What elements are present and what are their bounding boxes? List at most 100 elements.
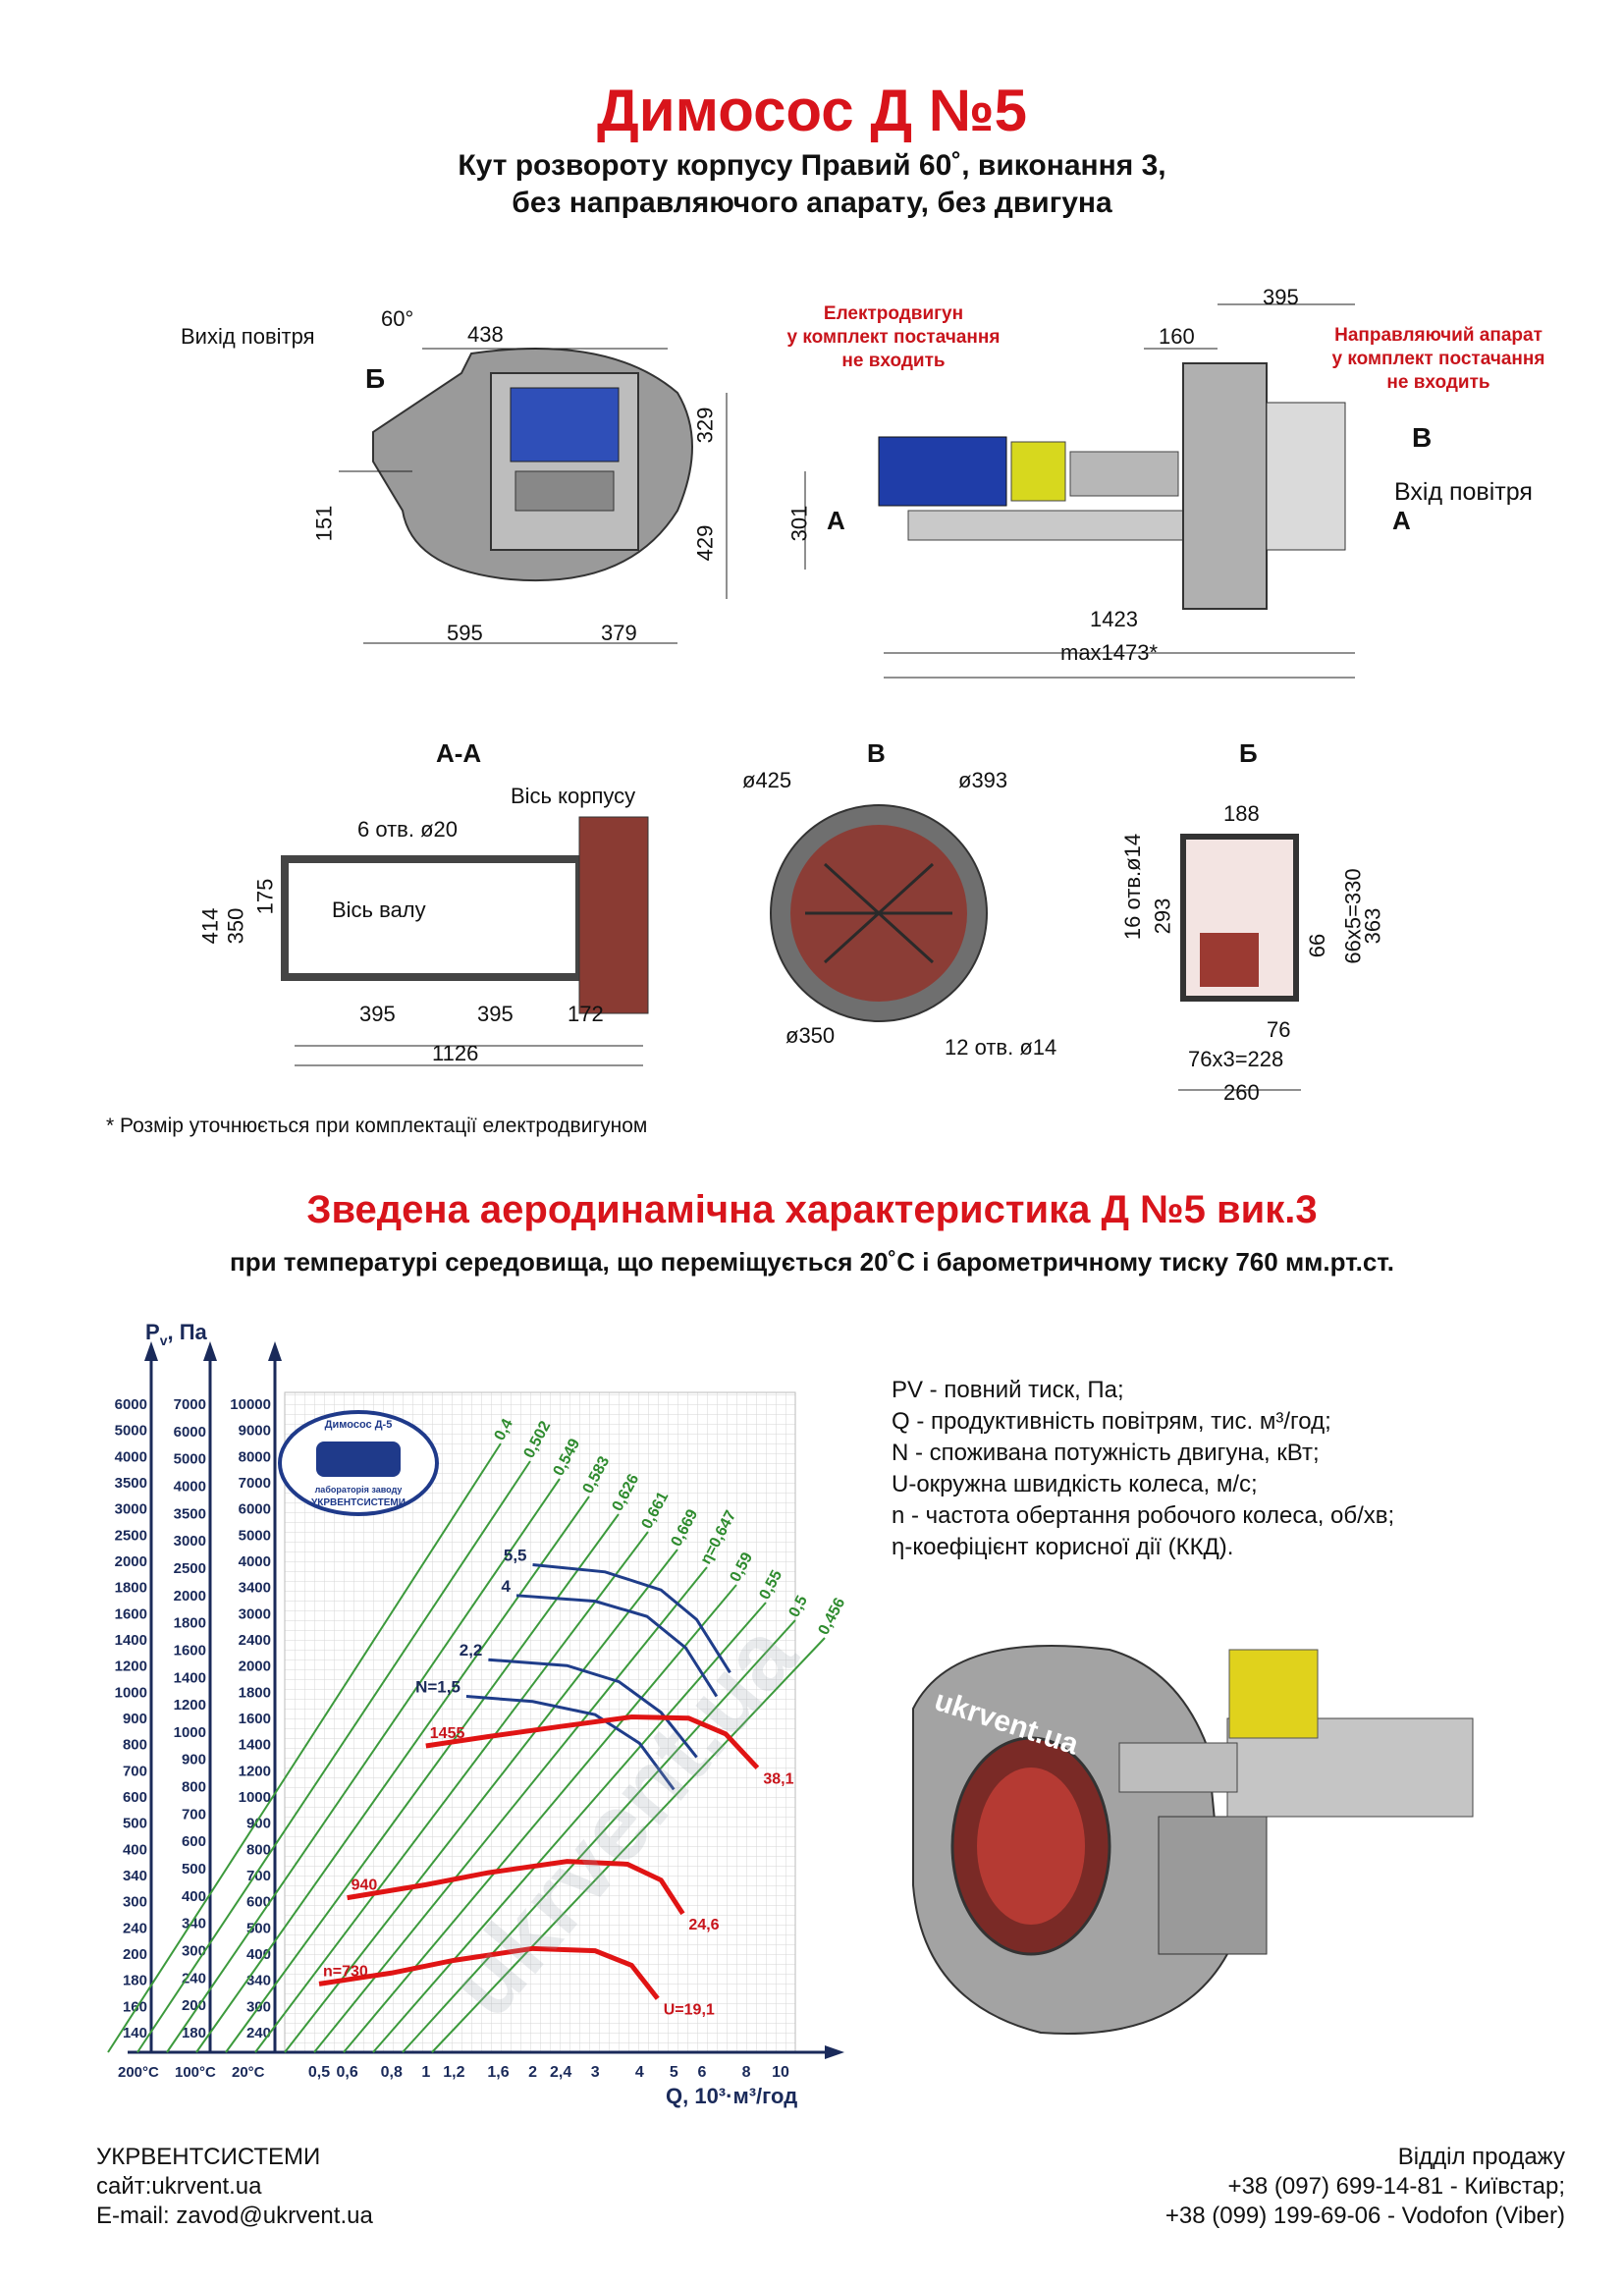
efficiency-line <box>402 1619 796 2053</box>
efficiency-line <box>284 1549 678 2053</box>
y-tick-label: 340 <box>123 1868 147 1884</box>
section-b-title: Б <box>1239 738 1258 768</box>
legend-q: Q - продуктивність повітрям, тис. м³/год… <box>892 1408 1331 1435</box>
dim-d393: ø393 <box>958 768 1008 792</box>
guide-note-line3: не входить <box>1386 372 1490 393</box>
y-tick-label: 700 <box>123 1763 147 1779</box>
y-tick-label: 3500 <box>115 1475 147 1492</box>
y-tick-label: 1400 <box>174 1669 206 1686</box>
efficiency-line <box>431 1637 826 2053</box>
dim-1423: 1423 <box>1090 607 1138 631</box>
pressure-curve <box>425 1714 760 1770</box>
y-tick-label: 800 <box>182 1779 206 1796</box>
axis-body-label: Вісь корпусу <box>511 784 636 808</box>
y-tick-label: 240 <box>246 2025 271 2041</box>
pressure-curve <box>318 1945 660 2000</box>
logo-bottom-text1: лабораторія заводу <box>315 1485 403 1495</box>
y-tick-label: 400 <box>246 1946 271 1963</box>
dim-595: 595 <box>447 621 483 645</box>
y-tick-label: 1200 <box>115 1659 147 1675</box>
x-tick-label: 2,4 <box>550 2064 571 2081</box>
x-tick-label: 0,6 <box>336 2064 357 2081</box>
efficiency-line <box>372 1602 767 2053</box>
y-tick-label: 900 <box>182 1752 206 1768</box>
footer-sales: Відділ продажу <box>1397 2144 1565 2170</box>
y-tick-label: 3000 <box>174 1533 206 1550</box>
guide-note: Направляючий апарат у комплект постачанн… <box>1296 324 1581 395</box>
legend-rpm: n - частота обертання робочого колеса, о… <box>892 1502 1395 1529</box>
dim-379: 379 <box>601 621 637 645</box>
y-tick-label: 1000 <box>239 1789 271 1806</box>
y-tick-label: 2000 <box>239 1659 271 1675</box>
dim-438: 438 <box>467 322 504 347</box>
y-tick-label: 5000 <box>239 1527 271 1544</box>
y-tick-label: 1000 <box>115 1684 147 1701</box>
footer-email: E-mail: zavod@ukrvent.ua <box>96 2203 373 2229</box>
footer-right: Відділ продажу +38 (097) 699-14-81 - Киї… <box>1165 2143 1565 2231</box>
x-tick-label: 5 <box>670 2064 678 2081</box>
dim-293: 293 <box>1150 898 1175 935</box>
efficiency-line <box>136 1460 531 2053</box>
footer-site: сайт:ukrvent.ua <box>96 2173 262 2200</box>
y-tick-label: 300 <box>123 1894 147 1911</box>
power-curve <box>515 1594 719 1698</box>
section-aa-title: А-А <box>436 738 482 768</box>
y-tick-label: 1000 <box>174 1724 206 1741</box>
temperature-label: 200°С <box>118 2064 159 2081</box>
y-tick-label: 180 <box>182 2025 206 2041</box>
motor-note-line1: Електродвигун <box>823 303 964 324</box>
section-v-title: В <box>867 738 886 768</box>
y-tick-label: 4000 <box>239 1553 271 1570</box>
y-tick-label: 700 <box>182 1806 206 1823</box>
y-tick-label: 2000 <box>174 1588 206 1605</box>
pressure-curve-label: n=730 <box>323 1963 368 1980</box>
motor-note-line3: не входить <box>841 351 946 371</box>
temperature-label: 20°С <box>232 2064 265 2081</box>
y-tick-label: 1200 <box>174 1697 206 1714</box>
power-curve-label: 2,2 <box>460 1641 483 1659</box>
efficiency-line <box>254 1531 649 2053</box>
y-tick-label: 1800 <box>115 1580 147 1597</box>
x-tick-label: 1,6 <box>487 2064 509 2081</box>
dim-363: 363 <box>1360 907 1385 945</box>
dim-max1473: max1473* <box>1060 640 1159 665</box>
dim-175: 175 <box>252 878 278 915</box>
x-tick-label: 1,2 <box>443 2064 464 2081</box>
efficiency-line <box>166 1478 561 2053</box>
power-curve <box>465 1695 676 1791</box>
power-curve <box>488 1658 698 1759</box>
logo-bottom-text2: УКРВЕНТСИСТЕМИ <box>311 1497 406 1508</box>
page-subtitle-line2: без направляючого апарату, без двигуна <box>512 187 1112 219</box>
y-tick-label: 3400 <box>239 1580 271 1597</box>
fan-3d-render: ukrvent.ua <box>912 1645 1474 2035</box>
y-tick-label: 6000 <box>115 1396 147 1413</box>
x-tick-label: 0,8 <box>381 2064 403 2081</box>
motor-note: Електродвигун у комплект постачання не в… <box>746 302 1041 373</box>
y-tick-labels: 6000500040003500300025002000180016001400… <box>115 1396 271 2041</box>
dim-429: 429 <box>692 524 718 562</box>
y-tick-label: 2400 <box>239 1632 271 1649</box>
dim-395-a: 395 <box>359 1002 396 1026</box>
y-tick-label: 2500 <box>174 1560 206 1577</box>
y-tick-label: 3000 <box>239 1605 271 1622</box>
dim-395-top: 395 <box>1263 285 1299 309</box>
guide-note-line2: у комплект постачання <box>1331 349 1545 369</box>
y-axis-20-arrow <box>268 1341 282 1361</box>
section-b-drawing <box>1178 834 1301 1091</box>
power-curve-label: 4 <box>502 1577 512 1596</box>
y-tick-label: 400 <box>123 1841 147 1858</box>
footnote: * Розмір уточнюється при комплектації ел… <box>106 1115 648 1137</box>
pressure-curve-end-label: 38,1 <box>763 1770 793 1787</box>
y-axis-200-arrow <box>144 1341 158 1361</box>
y-tick-label: 2500 <box>115 1527 147 1544</box>
y-tick-label: 10000 <box>230 1396 271 1413</box>
pressure-curve-label: 1455 <box>430 1725 465 1742</box>
section-aa-drawing <box>281 816 649 1066</box>
x-tick-label: 2 <box>528 2064 537 2081</box>
legend-u: U-окружна швидкість колеса, м/с; <box>892 1471 1258 1497</box>
y-tick-label: 800 <box>246 1841 271 1858</box>
y-tick-label: 7000 <box>239 1475 271 1492</box>
axis-shaft-label: Вісь валу <box>332 898 426 922</box>
